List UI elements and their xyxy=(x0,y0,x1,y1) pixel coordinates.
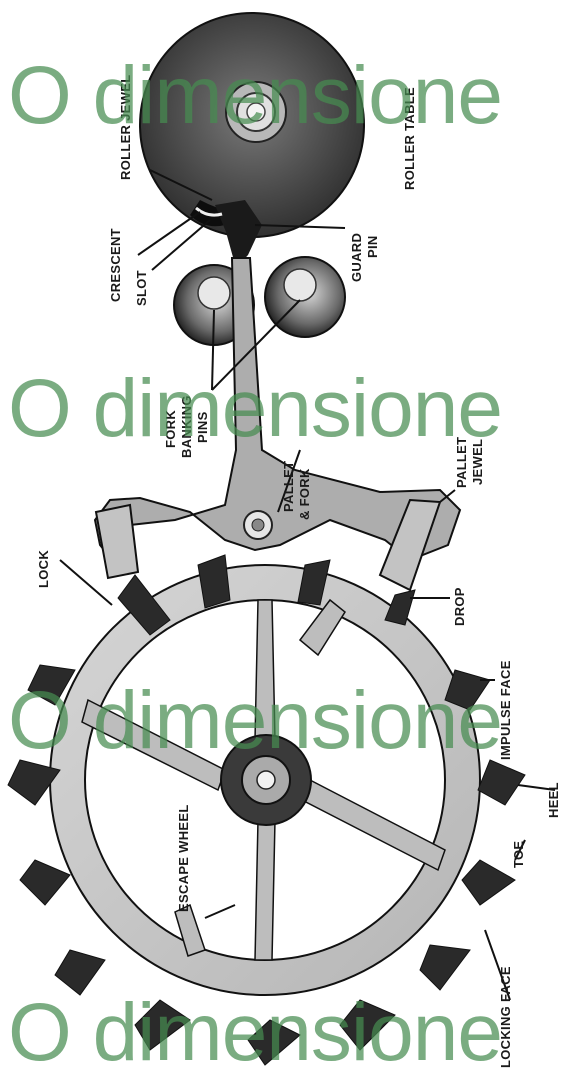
label-guard-pin-2: PIN xyxy=(365,235,380,258)
label-guard-pin-1: GUARD xyxy=(349,233,364,282)
fork-banking-pins xyxy=(174,257,345,345)
label-heel: HEEL xyxy=(546,782,561,818)
watermark-4: O dimensione xyxy=(8,992,502,1074)
label-slot: SLOT xyxy=(134,270,149,306)
watermark-1: O dimensione xyxy=(8,55,502,137)
label-drop: DROP xyxy=(452,587,467,626)
label-crescent: CRESCENT xyxy=(108,228,123,302)
label-toe: TOE xyxy=(511,841,526,868)
label-pallet-fork-1: PALLET xyxy=(281,461,296,512)
label-escape-wheel: ESCAPE WHEEL xyxy=(176,804,191,912)
watermark-2: O dimensione xyxy=(8,368,502,450)
watermark-3: O dimensione xyxy=(8,680,502,762)
label-lock: LOCK xyxy=(36,550,51,588)
label-pallet-fork-2: & FORK xyxy=(297,468,312,520)
